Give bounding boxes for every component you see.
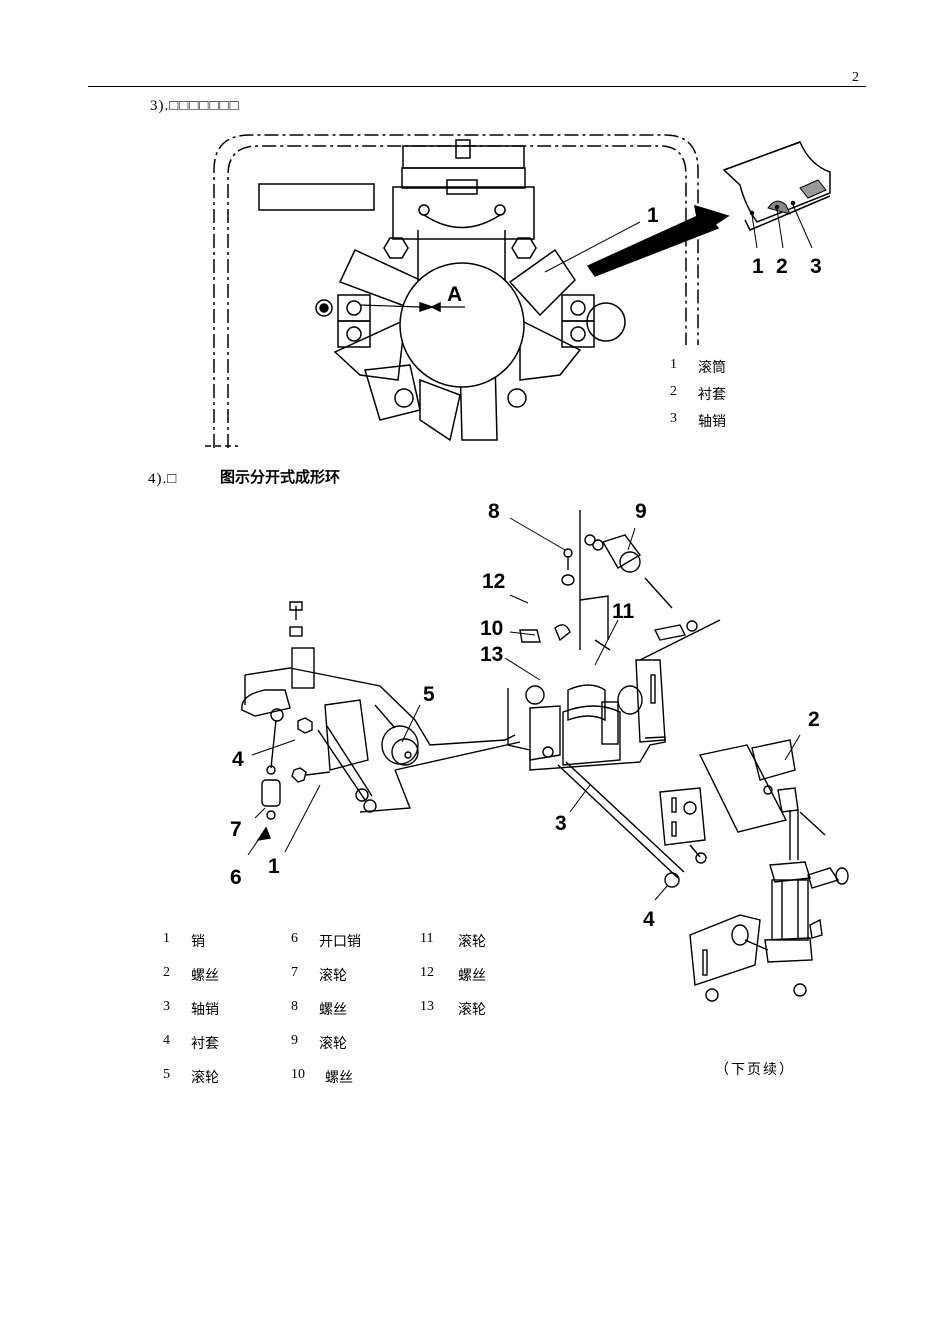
callout-2: 2: [808, 708, 820, 731]
callout-6: 6: [230, 866, 242, 889]
central-ring-housing: [507, 619, 721, 771]
drum-detail-part: [722, 141, 831, 249]
central-drum: [399, 262, 525, 388]
continued-note: （下页续）: [715, 1062, 795, 1078]
machine-frame-outline: [213, 134, 699, 448]
roller-5: [374, 704, 419, 766]
callout-4-right: 4: [643, 908, 655, 931]
callout-13: 13: [480, 643, 504, 666]
figure-caption: 图示分开式成形环: [220, 468, 341, 486]
callout-3: 3: [555, 812, 567, 835]
header-rule: [88, 86, 866, 87]
callout-7: 7: [230, 818, 242, 841]
detail-callout-1: 1: [752, 255, 764, 278]
hex-bolts: [315, 237, 626, 408]
detail-callout-3: 3: [810, 255, 822, 278]
callout-9: 9: [635, 500, 647, 523]
callout-12: 12: [482, 570, 506, 593]
air-cylinder: [689, 810, 849, 1002]
base-plate-outline: [244, 667, 516, 746]
callout-8: 8: [488, 500, 500, 523]
shaft-3: [557, 764, 679, 879]
callout-10: 10: [480, 617, 504, 640]
callout-leaders: [247, 517, 801, 901]
callout-11: 11: [612, 600, 635, 623]
callout-5: 5: [423, 683, 435, 706]
mounting-plates: [659, 739, 826, 864]
view-label-a: A: [447, 283, 463, 306]
label-plate: [258, 183, 375, 211]
left-bracket: [241, 601, 377, 820]
section-3-heading: 3).□□□□□□□: [150, 98, 240, 114]
page-number: 2: [852, 70, 859, 85]
section-4-heading: 4).□: [148, 471, 178, 487]
callout-4-left: 4: [232, 748, 244, 771]
callout-1: 1: [647, 204, 659, 227]
top-clamp: [392, 139, 535, 300]
roller-9-assembly: [561, 510, 698, 650]
detail-callout-2: 2: [776, 255, 788, 278]
callout-1: 1: [268, 855, 280, 878]
